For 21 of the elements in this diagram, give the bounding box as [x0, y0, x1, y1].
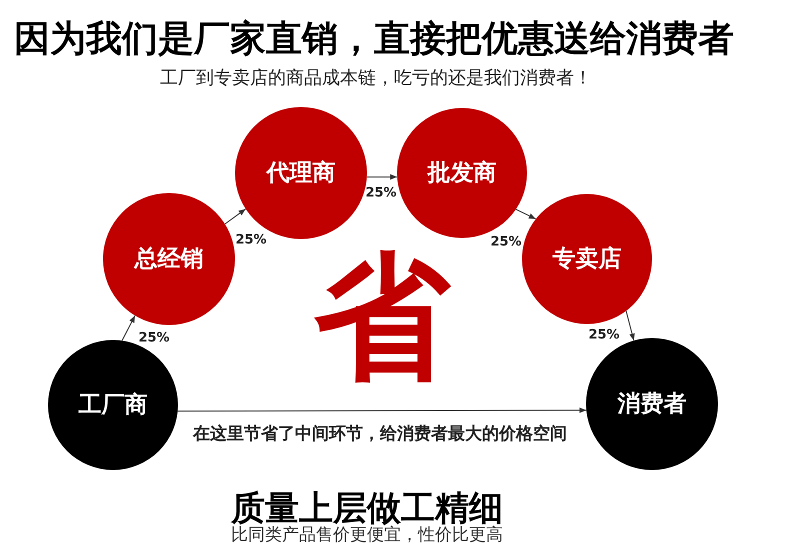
edge-label: 25% — [235, 234, 267, 248]
subtitle: 工厂到专卖店的商品成本链，吃亏的还是我们消费者！ — [160, 68, 592, 90]
arrow — [122, 315, 136, 342]
node-label: 消费者 — [618, 390, 686, 418]
edge-label: 25% — [588, 328, 620, 344]
title: 因为我们是厂家直销，直接把优惠送给消费者 — [14, 18, 734, 60]
node-label: 工厂商 — [78, 392, 148, 418]
node-label: 专卖店 — [552, 246, 622, 272]
node-label: 代理商 — [266, 160, 336, 186]
arrow — [224, 208, 246, 225]
edge-label: 25% — [490, 236, 522, 250]
node-label: 批发商 — [428, 160, 496, 186]
edge-label: 在这里节省了中间环节，给消费者最大的价格空间 — [193, 425, 567, 445]
edge-label: 25% — [365, 186, 397, 202]
arrow — [515, 208, 536, 220]
big-character-text: 省 — [314, 250, 450, 386]
edge-label: 25% — [138, 332, 170, 346]
arrow — [177, 407, 587, 414]
arrow — [626, 310, 635, 342]
node-label: 总经销 — [134, 246, 204, 272]
arrow — [366, 174, 398, 180]
